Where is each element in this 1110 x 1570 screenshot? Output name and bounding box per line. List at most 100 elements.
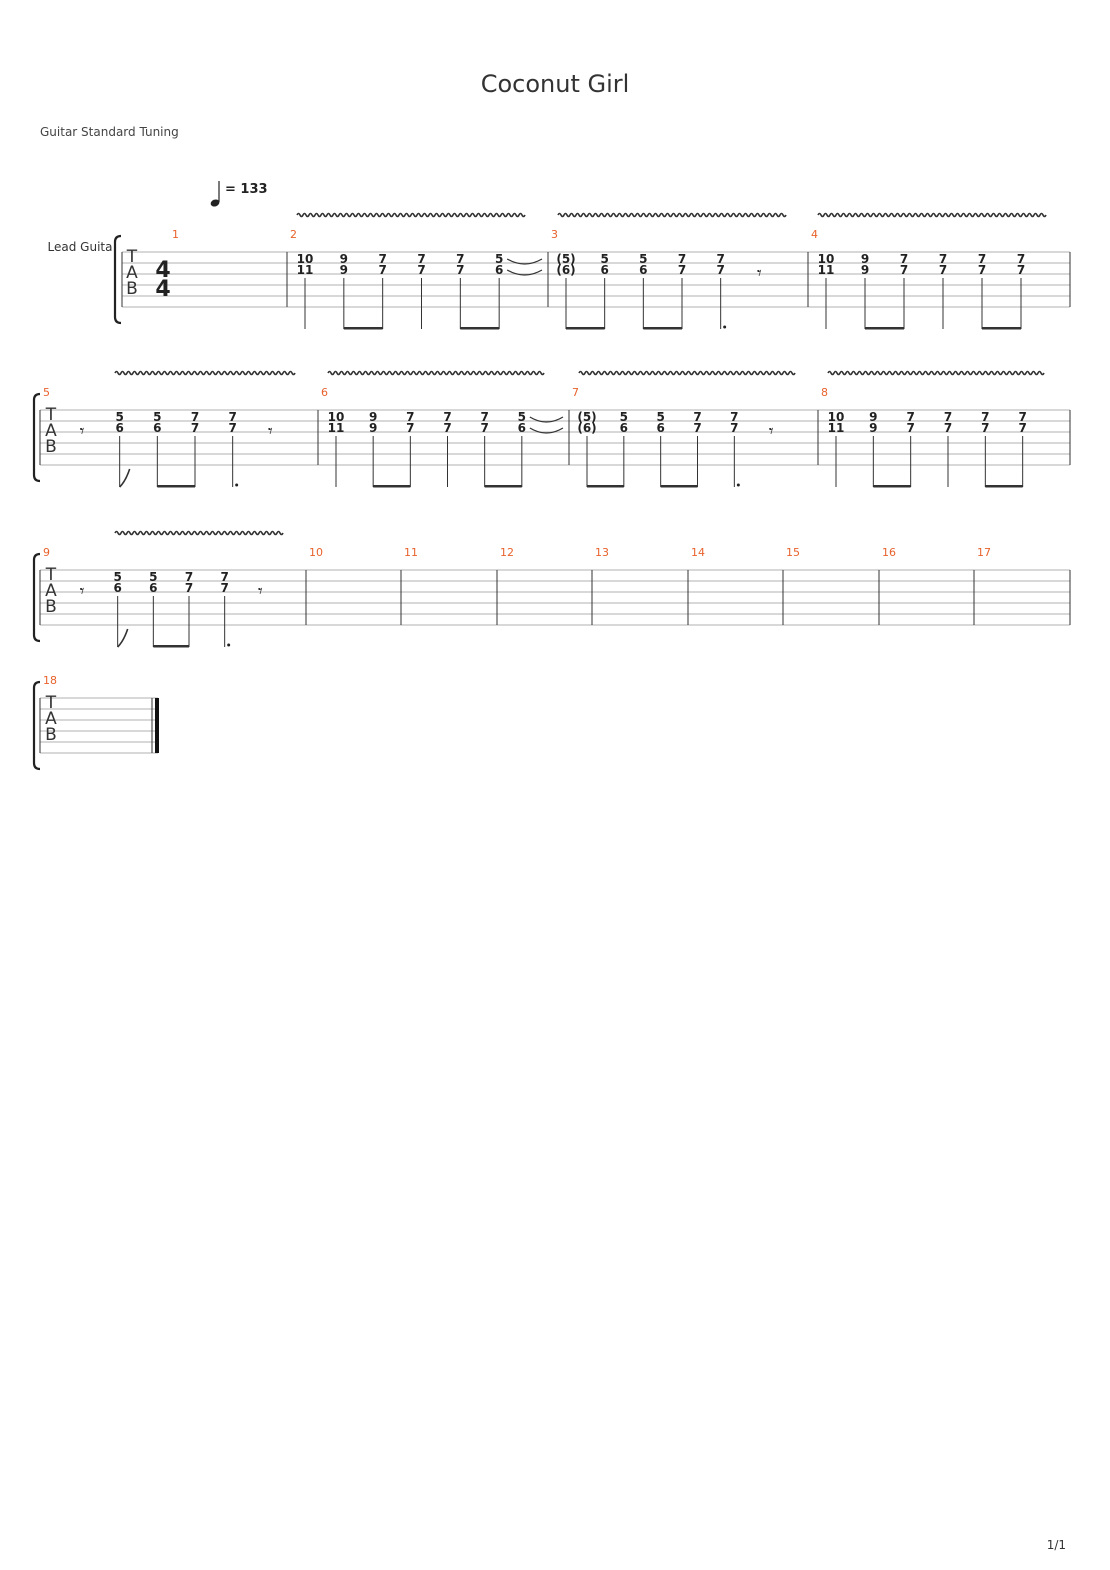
tie-arc [506,269,543,276]
fret-number: 7 [378,252,386,266]
measure-number: 15 [786,546,800,559]
eighth-rest: 𝄾 [80,581,85,602]
vibrato-line [827,370,1045,376]
vibrato-line [557,212,787,218]
beam [660,485,698,488]
fret-number: 5 [620,410,628,424]
fret-number: 9 [861,263,869,277]
fret-number: 7 [220,581,228,595]
tab-clef-a: A [126,263,138,283]
measure-number: 9 [43,546,50,559]
system-bracket [32,552,41,643]
fret-number: 7 [981,421,989,435]
page-number: 1/1 [1046,1538,1066,1552]
fret-number: 6 [149,581,157,595]
tab-clef-t: T [45,405,57,425]
fret-number: 7 [191,410,199,424]
system-bracket [32,392,41,483]
fret-number: 7 [981,410,989,424]
duration-dot [227,643,231,647]
eighth-rest: 𝄾 [258,581,263,602]
time-signature-bottom: 4 [155,277,170,302]
beam [566,327,605,330]
fret-number: 7 [480,410,488,424]
fret-number: 9 [340,263,348,277]
fret-number: 6 [113,581,121,595]
fret-number: 7 [417,263,425,277]
fret-number: 5 [115,410,123,424]
fret-number: 7 [906,410,914,424]
fret-number: 7 [693,410,701,424]
tab-clef-a: A [45,421,57,441]
measure-number: 8 [821,386,828,399]
fret-number: 5 [518,410,526,424]
fret-number: 7 [228,410,236,424]
eighth-rest: 𝄾 [769,421,774,442]
beam [982,327,1021,330]
fret-number: (5) [556,252,575,266]
fret-number: (6) [556,263,575,277]
measure-number: 12 [500,546,514,559]
vibrato-line [296,212,526,218]
tab-clef-t: T [45,565,57,585]
beam [587,485,624,488]
fret-number: 7 [456,263,464,277]
fret-number: 7 [716,263,724,277]
fret-number: 7 [1017,252,1025,266]
beam [643,327,682,330]
fret-number: 7 [939,263,947,277]
fret-number: 6 [620,421,628,435]
measure-number: 10 [309,546,323,559]
tie-arc [529,416,564,423]
fret-number: 9 [369,421,377,435]
beam [373,485,411,488]
fret-number: 7 [939,252,947,266]
beam [153,645,189,648]
fret-number: 7 [944,421,952,435]
fret-number: 7 [678,263,686,277]
beam [985,485,1023,488]
measure-number: 2 [290,228,297,241]
tab-clef-t: T [126,247,138,267]
fret-number: 11 [818,263,835,277]
tab-clef-b: B [45,597,57,617]
fret-number: 5 [600,252,608,266]
quarter-note-icon [210,199,220,207]
fret-number: 9 [869,421,877,435]
fret-number: 11 [828,421,845,435]
fret-number: 7 [443,410,451,424]
eighth-flag [119,468,131,488]
beam [157,485,195,488]
fret-number: 7 [678,252,686,266]
fret-number: 6 [153,421,161,435]
fret-number: 7 [480,421,488,435]
fret-number: 7 [978,252,986,266]
fret-number: 10 [297,252,314,266]
vibrato-line [817,212,1047,218]
measure-number: 13 [595,546,609,559]
fret-number: (5) [577,410,596,424]
measure-number: 11 [404,546,418,559]
measure-number: 17 [977,546,991,559]
fret-number: 10 [818,252,835,266]
tie-arc [506,258,543,265]
song-title: Coconut Girl [480,70,630,98]
fret-number: 7 [417,252,425,266]
beam [873,485,911,488]
measure-number: 6 [321,386,328,399]
vibrato-line [114,370,296,376]
duration-dot [736,483,740,487]
fret-number: 7 [1018,410,1026,424]
fret-number: 11 [328,421,345,435]
tempo-marking: = 133 [225,182,268,197]
fret-number: 7 [693,421,701,435]
fret-number: 5 [149,570,157,584]
fret-number: 5 [113,570,121,584]
measure-number: 4 [811,228,818,241]
fret-number: 10 [828,410,845,424]
measure-number: 1 [172,228,179,241]
fret-number: 9 [340,252,348,266]
fret-number: 7 [944,410,952,424]
measure-number: 3 [551,228,558,241]
